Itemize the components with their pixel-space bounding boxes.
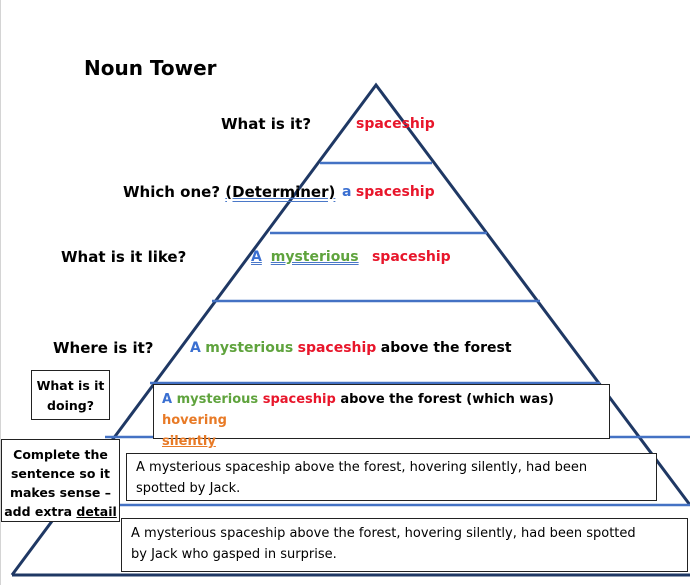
verb: hovering [162,413,227,428]
label-what-is-it-doing: What is it doing? [31,370,110,420]
label-line: Complete the [13,447,108,462]
relative-clause: above the forest (which was) [340,392,554,407]
determiner-label: (Determiner) [225,183,336,201]
answer-where: A mysterious spaceship above the forest [190,340,512,356]
sentence-line: A mysterious spaceship above the forest,… [131,526,636,541]
question-where-is-it: Where is it? [53,339,154,357]
sentence-box-1: A mysterious spaceship above the forest,… [126,453,657,501]
label-line: sentence so it [10,466,111,481]
adverb: silently [162,434,216,449]
label-complete-sentence: Complete the sentence so it makes sense … [1,439,120,522]
noun: spaceship [371,249,451,265]
which-label: Which one? [123,183,221,201]
label-line: makes sense – [9,485,112,500]
label-line: add extra [4,504,73,519]
question-what-is-it: What is it? [221,115,312,133]
answer-which: a spaceship [342,184,435,200]
question-what-is-it-like: What is it like? [61,248,187,266]
page-title: Noun Tower [84,56,217,80]
sentence-line: by Jack who gasped in surprise. [131,547,337,562]
determiner: A [162,392,173,407]
determiner: A [190,340,201,356]
adjective: mysterious [270,249,359,265]
detail-word: detail [76,504,117,519]
pyramid-outline [10,82,690,576]
noun: spaceship [262,392,336,407]
adjective: mysterious [176,392,259,407]
answer-like: A mysterious spaceship [251,249,451,265]
sentence-box-2: A mysterious spaceship above the forest,… [121,518,688,572]
determiner: A [251,249,262,265]
adjective: mysterious [205,340,294,356]
question-which-one: Which one? (Determiner) [123,183,335,201]
sentence-line: A mysterious spaceship above the forest,… [136,460,588,475]
noun-spaceship: spaceship [356,116,435,132]
determiner: a [342,184,352,200]
noun: spaceship [355,184,435,200]
noun: spaceship [297,340,377,356]
prepositional-phrase: above the forest [380,340,512,356]
sentence-line: spotted by Jack. [136,481,241,496]
answer-doing-box: A mysterious spaceship above the forest … [153,384,610,449]
